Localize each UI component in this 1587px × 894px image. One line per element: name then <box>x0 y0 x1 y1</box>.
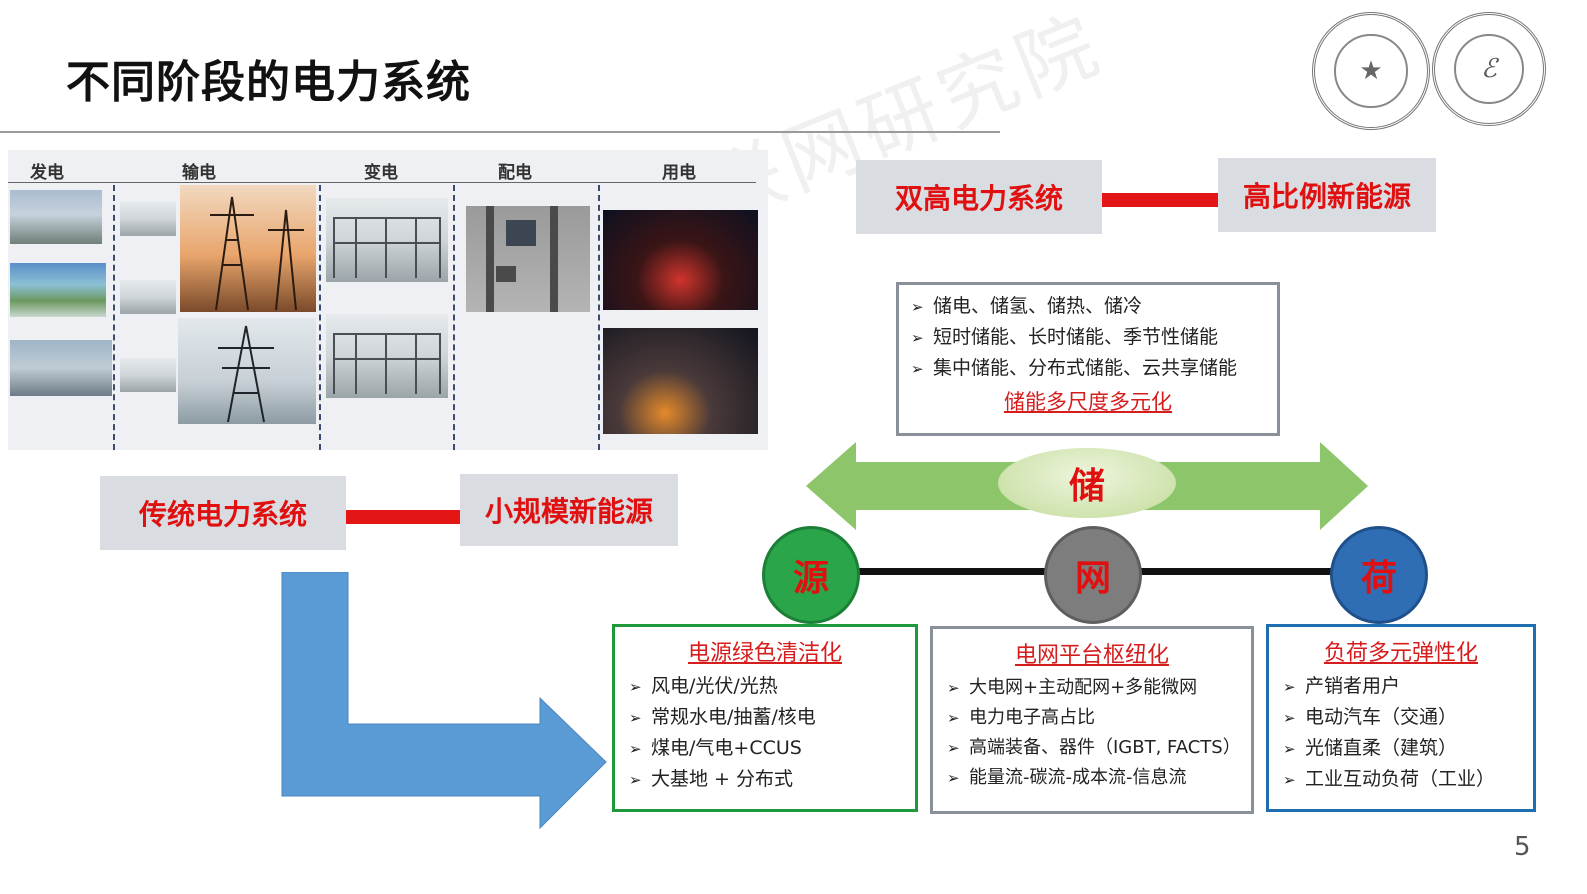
bullet-arrow-icon: ➢ <box>1283 771 1296 789</box>
distribution-transformer-photo <box>466 206 590 312</box>
source-box: 电源绿色清洁化 ➢风电/光伏/光热 ➢常规水电/抽蓄/核电 ➢煤电/气电+CCU… <box>612 624 918 812</box>
chain-divider <box>113 185 115 450</box>
grid-box-title: 电网平台枢纽化 <box>1014 643 1169 668</box>
bullet-arrow-icon: ➢ <box>629 771 642 789</box>
page-title: 不同阶段的电力系统 <box>66 57 471 108</box>
list-item: ➢能量流-碳流-成本流-信息流 <box>933 763 1251 793</box>
list-item: ➢电力电子高占比 <box>933 703 1251 733</box>
bullet-arrow-icon: ➢ <box>947 739 960 757</box>
list-item: ➢大基地 + 分布式 <box>615 764 915 795</box>
small-scale-renewable-label: 小规模新能源 <box>460 474 678 546</box>
grid-box: 电网平台枢纽化 ➢大电网+主动配网+多能微网 ➢电力电子高占比 ➢高端装备、器件… <box>930 626 1254 814</box>
list-item: ➢短时储能、长时储能、季节性储能 <box>911 322 1277 353</box>
bullet-arrow-icon: ➢ <box>947 679 960 697</box>
transmission-tower-sunset-photo <box>180 185 316 312</box>
bullet-arrow-icon: ➢ <box>629 678 642 696</box>
city-night-photo <box>603 210 758 310</box>
list-item: ➢电动汽车（交通） <box>1269 702 1533 733</box>
source-box-title: 电源绿色清洁化 <box>687 641 842 666</box>
connector-bar <box>1102 193 1218 207</box>
list-item: ➢高端装备、器件（IGBT, FACTS） <box>933 733 1251 763</box>
bullet-arrow-icon: ➢ <box>1283 740 1296 758</box>
storage-box: ➢储电、储氢、储热、储冷 ➢短时储能、长时储能、季节性储能 ➢集中储能、分布式储… <box>896 282 1280 436</box>
connector-bar <box>346 510 460 524</box>
bullet-arrow-icon: ➢ <box>1283 678 1296 696</box>
bullet-arrow-icon: ➢ <box>629 740 642 758</box>
grid-node: 网 <box>1044 526 1142 624</box>
chain-divider <box>319 185 321 450</box>
substation-photo <box>326 198 448 282</box>
power-station-photo <box>10 340 112 396</box>
list-item: ➢煤电/气电+CCUS <box>615 733 915 764</box>
substation-thumb-photo <box>120 280 176 314</box>
tsinghua-seal-icon: ★ <box>1312 12 1430 130</box>
list-item: ➢产销者用户 <box>1269 671 1533 702</box>
chain-label-transformation: 变电 <box>364 163 398 183</box>
list-item: ➢风电/光伏/光热 <box>615 671 915 702</box>
chain-divider <box>598 185 600 450</box>
load-box: 负荷多元弹性化 ➢产销者用户 ➢电动汽车（交通） ➢光储直柔（建筑） ➢工业互动… <box>1266 624 1536 812</box>
transmission-tower-photo <box>178 318 316 424</box>
list-item: ➢常规水电/抽蓄/核电 <box>615 702 915 733</box>
city-night-traffic-photo <box>603 328 758 434</box>
chain-header-rule <box>8 182 756 183</box>
chain-label-distribution: 配电 <box>498 163 532 183</box>
list-item: ➢储电、储氢、储热、储冷 <box>911 291 1277 322</box>
substation-thumb-photo <box>120 358 176 392</box>
chain-label-consumption: 用电 <box>662 163 696 183</box>
storage-summary: 储能多尺度多元化 <box>1004 390 1172 414</box>
chain-divider <box>453 185 455 450</box>
electrical-engineering-logo-icon: ℰ <box>1432 12 1546 126</box>
power-plant-photo <box>10 190 102 244</box>
chain-label-transmission: 输电 <box>182 163 216 183</box>
list-item: ➢工业互动负荷（工业） <box>1269 764 1533 795</box>
title-divider <box>0 131 1000 133</box>
bullet-arrow-icon: ➢ <box>947 709 960 727</box>
substation-thumb-photo <box>120 202 176 236</box>
high-ratio-renewable-label: 高比例新能源 <box>1218 158 1436 232</box>
bullet-arrow-icon: ➢ <box>911 298 924 316</box>
list-item: ➢大电网+主动配网+多能微网 <box>933 673 1251 703</box>
source-node: 源 <box>762 526 860 624</box>
bullet-arrow-icon: ➢ <box>911 329 924 347</box>
load-box-title: 负荷多元弹性化 <box>1323 641 1478 666</box>
flow-arrow-icon <box>281 572 607 830</box>
load-node: 荷 <box>1330 526 1428 624</box>
page-number: 5 <box>1514 832 1531 862</box>
storage-oval: 储 <box>998 448 1176 518</box>
bullet-arrow-icon: ➢ <box>911 360 924 378</box>
hydro-dam-photo <box>10 263 106 317</box>
list-item: ➢光储直柔（建筑） <box>1269 733 1533 764</box>
substation-photo <box>326 314 448 398</box>
bullet-arrow-icon: ➢ <box>947 769 960 787</box>
dual-high-power-system-label: 双高电力系统 <box>856 160 1102 234</box>
bullet-arrow-icon: ➢ <box>629 709 642 727</box>
traditional-power-system-label: 传统电力系统 <box>100 476 346 550</box>
list-item: ➢集中储能、分布式储能、云共享储能 <box>911 353 1277 384</box>
chain-label-generation: 发电 <box>30 163 64 183</box>
bullet-arrow-icon: ➢ <box>1283 709 1296 727</box>
